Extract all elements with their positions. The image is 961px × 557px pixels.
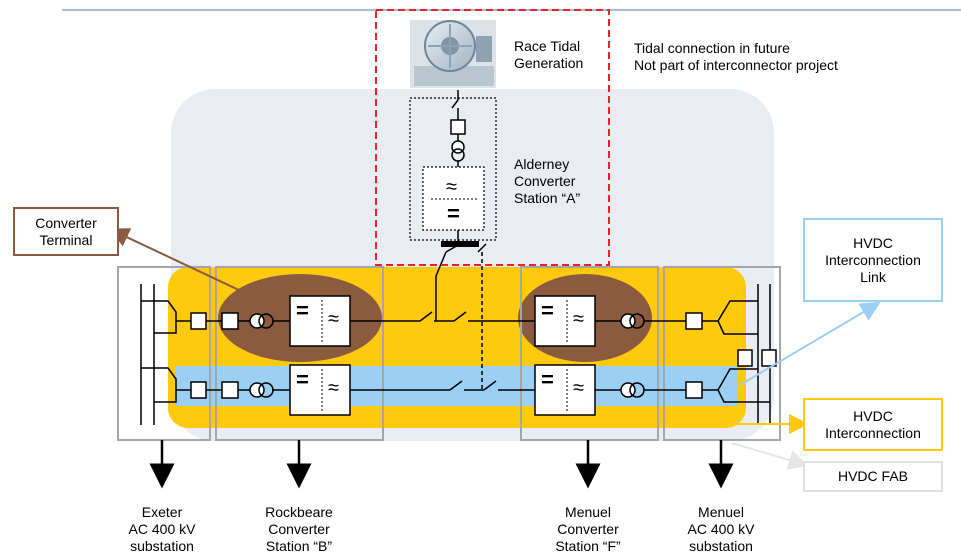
alderney-feeder [450, 90, 466, 242]
hvdc-interconnection-line-1: HVDC [853, 407, 893, 424]
race-tidal-line-1: Race Tidal [514, 38, 581, 54]
converter-a-dc: = [447, 201, 460, 226]
hvdc-link-line-3: Link [860, 268, 886, 285]
alderney-station-box [409, 97, 497, 241]
alderney-line-1: Alderney [514, 156, 570, 172]
lower-circuit-band [176, 366, 738, 406]
converter-a-ac: ≈ [446, 176, 457, 198]
hvdc-link-line-1: HVDC [853, 234, 893, 251]
menuel-converter-box [520, 266, 659, 441]
upper-circuit [189, 311, 706, 322]
hvdc-link-arrow [739, 301, 881, 386]
converter-f-upper-dc: = [541, 298, 554, 323]
down-arrows [149, 440, 734, 489]
rockbeare-line-1: Rockbeare [265, 504, 333, 520]
exeter-line-2: AC 400 kV [128, 521, 196, 537]
future-note: Tidal connection in future Not part of i… [634, 40, 838, 74]
future-note-line-1: Tidal connection in future [634, 40, 790, 56]
alderney-converter-box [422, 166, 485, 231]
converter-f-lower-ac: ≈ [573, 377, 584, 399]
exeter-busbars [140, 284, 189, 425]
menuel-converter-line-1: Menuel [565, 504, 611, 520]
alderney-line-2: Converter [514, 173, 576, 189]
menuel-converter-line-2: Converter [557, 521, 619, 537]
alderney-bus [441, 241, 479, 247]
converter-f-lower-dc: = [541, 367, 554, 392]
bus-coupler-2 [761, 349, 777, 367]
hvdc-interconnection-callout: HVDC Interconnection [803, 398, 943, 451]
hvdc-link-callout: HVDC Interconnection Link [803, 218, 943, 302]
hvdc-interconnection-line-2: Interconnection [825, 424, 921, 441]
rockbeare-line-3: Station “B” [265, 538, 333, 554]
race-tidal-label: Race Tidal Generation [514, 38, 583, 72]
alderney-label: Alderney Converter Station “A” [514, 156, 580, 207]
converter-terminal-line-2: Terminal [39, 231, 93, 248]
converter-b-upper-ac: ≈ [328, 308, 339, 330]
tidal-turbine-icon [410, 20, 496, 88]
exeter-label: Exeter AC 400 kV substation [112, 504, 212, 555]
menuel-substation-line-1: Menuel [698, 504, 744, 520]
converter-terminal-arrow [108, 228, 259, 300]
menuel-converter-label: Menuel Converter Station “F” [533, 504, 643, 555]
hvdc-fab-arrow [731, 442, 809, 470]
rockbeare-line-2: Converter [268, 521, 330, 537]
converter-b-lower-ac: ≈ [328, 377, 339, 399]
hvdc-link-line-2: Interconnection [825, 251, 921, 268]
future-connection-boundary [375, 9, 610, 266]
converter-f-upper-ac: ≈ [573, 308, 584, 330]
exeter-line-3: substation [130, 538, 194, 554]
converter-terminal-line-1: Converter [35, 214, 97, 231]
transformers [249, 313, 645, 398]
menuel-substation-line-3: substation [689, 538, 753, 554]
hvdc-fab-line-1: HVDC FAB [837, 468, 908, 484]
exeter-substation-box [117, 266, 211, 441]
converter-terminal-callout: Converter Terminal [13, 207, 119, 256]
menuel-substation-label: Menuel AC 400 kV substation [671, 504, 771, 555]
menuel-substation-line-2: AC 400 kV [687, 521, 755, 537]
converter-b-upper-dc: = [296, 298, 309, 323]
converter-dividers [321, 300, 568, 411]
alderney-line-3: Station “A” [514, 190, 581, 206]
future-note-line-2: Not part of interconnector project [634, 57, 838, 73]
exeter-line-1: Exeter [141, 504, 183, 520]
hvdc-fab-callout: HVDC FAB [803, 461, 943, 492]
race-tidal-line-2: Generation [514, 55, 584, 71]
converter-b-lower-dc: = [296, 367, 309, 392]
converter-boxes [289, 295, 596, 416]
menuel-converter-line-3: Station “F” [555, 538, 621, 554]
bus-coupler-1 [737, 349, 753, 367]
rockbeare-label: Rockbeare Converter Station “B” [244, 504, 354, 555]
circuit-breakers [190, 312, 703, 399]
